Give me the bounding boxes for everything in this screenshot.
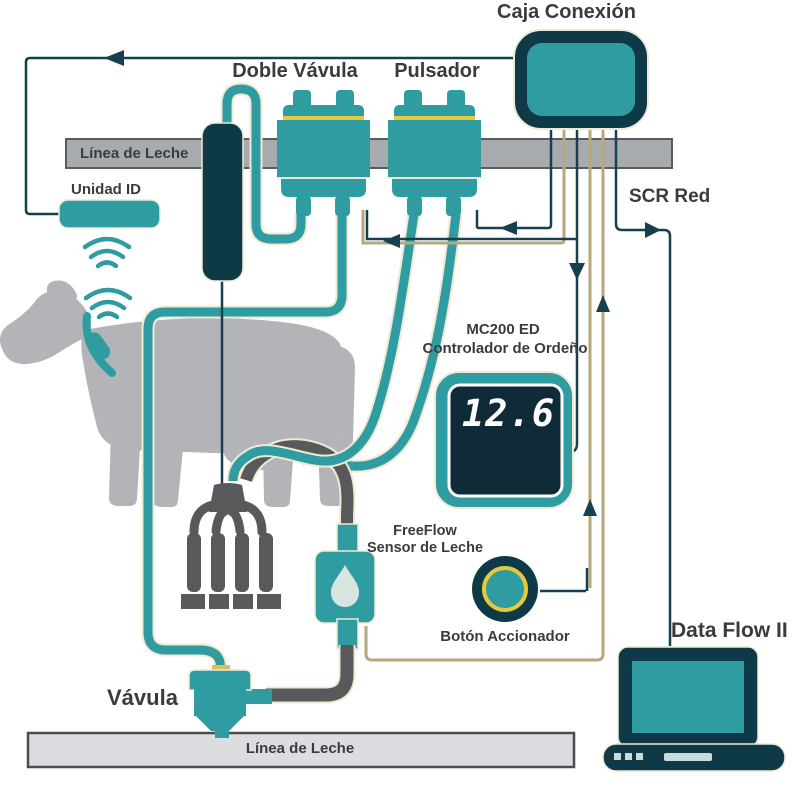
milk-trap-capsule [201, 122, 244, 282]
valve-bottom [188, 665, 272, 738]
freeflow-sensor [314, 523, 376, 650]
label-controlador: Controlador de Ordeño [422, 340, 588, 357]
label-caja-conexion: Caja Conexión [497, 1, 636, 23]
unidad-id-device [58, 199, 161, 229]
label-linea-leche-bottom: Línea de Leche [245, 740, 355, 757]
milk-hose-gray [238, 438, 356, 532]
arrow-left-to-doble-vavula [383, 234, 400, 248]
wireless-signal-icon [82, 236, 133, 320]
laptop-keys [614, 753, 712, 761]
label-sensor-leche: Sensor de Leche [366, 540, 484, 556]
arrow-right-scr-red [645, 222, 661, 238]
label-scr-red: SCR Red [629, 186, 711, 207]
label-unidad-id: Unidad ID [71, 181, 141, 198]
label-pulsador: Pulsador [394, 60, 480, 82]
arrow-left-to-pulsador [500, 221, 517, 235]
label-vavula: Vávula [107, 685, 178, 710]
cow-tail [338, 347, 355, 450]
cow-leg [151, 436, 184, 507]
label-linea-leche-top: Línea de Leche [80, 145, 189, 162]
milk-drop-icon [331, 565, 359, 607]
controller-display-value: 12.6 [462, 392, 556, 435]
arrow-up-from-sensor [596, 295, 610, 312]
actuator-button [472, 556, 538, 622]
mc200-controller [434, 371, 574, 509]
pulsation-tube-1 [226, 213, 421, 482]
cow-collar [82, 312, 116, 377]
label-freeflow: FreeFlow [393, 523, 457, 539]
label-doble-vavula: Doble Vávula [232, 60, 358, 82]
connection-box [513, 29, 649, 130]
milk-hose-to-valve [266, 645, 356, 704]
id-feedback-line [24, 56, 516, 216]
label-boton-accionador: Botón Accionador [440, 628, 570, 645]
cow-leg [109, 428, 141, 506]
signal-arrowheads [383, 221, 661, 516]
milk-tube-arch [220, 82, 308, 246]
pulsator-device [388, 90, 481, 216]
milk-line-bottom-bar [26, 731, 576, 769]
cow-head [0, 290, 91, 365]
double-valve-device [277, 90, 370, 216]
milking-cluster [181, 483, 281, 609]
milk-tube-main [141, 212, 349, 672]
cow-leg [263, 446, 294, 507]
arrow-up-from-boton [583, 499, 597, 516]
laptop [602, 646, 786, 772]
arrow-down-to-controller [569, 263, 585, 280]
arrow-left-to-unidad [104, 50, 124, 66]
label-data-flow: Data Flow II [671, 619, 788, 642]
label-mc200: MC200 ED [466, 321, 540, 338]
